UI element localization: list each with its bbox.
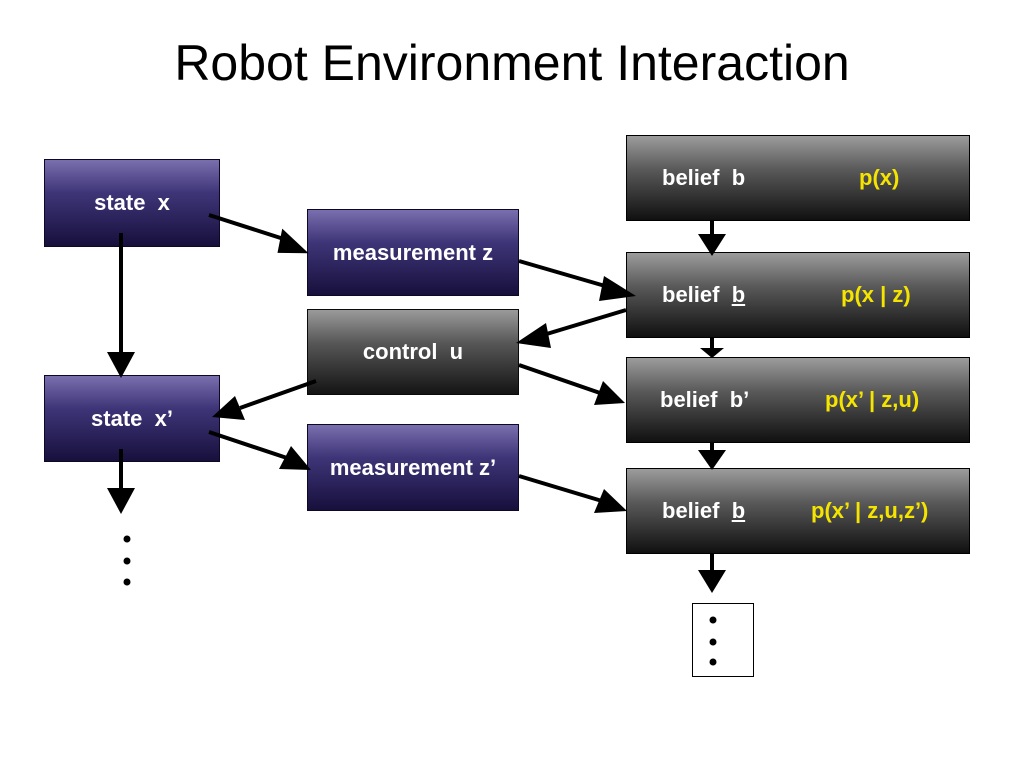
belief-label: belief b <box>662 136 745 220</box>
belief-probability: p(x’ | z,u) <box>825 387 920 412</box>
measurement-z-label: measurement z <box>332 239 494 265</box>
belief-probability: p(x) <box>859 165 900 190</box>
arrowhead <box>698 450 726 470</box>
arrow-control-u-to-state-x-prime <box>239 379 317 410</box>
belief-label: belief b <box>662 469 745 553</box>
state-x-label: state x <box>94 190 170 215</box>
arrow-control-u-to-belief-3 <box>518 363 601 395</box>
belief-node-3: belief b’ p(x’ | z,u) <box>626 357 970 443</box>
arrow-measurement-z-prime-to-belief-4 <box>518 474 603 503</box>
state-x-prime-node: state x’ <box>44 375 220 462</box>
belief-label: belief b <box>662 253 745 337</box>
belief-prefix: belief <box>660 387 730 412</box>
arrowhead <box>107 488 135 514</box>
control-u-node: control u <box>307 309 519 395</box>
belief-symbol: b <box>731 498 746 523</box>
belief-node-4: belief b p(x’ | z,u,z’) <box>626 468 970 554</box>
belief-probability: p(x’ | z,u,z’) <box>811 498 929 523</box>
ellipsis-icon <box>123 535 131 586</box>
measurement-z-prime-node: measurement z’ <box>307 424 519 511</box>
arrow-measurement-z-to-belief-2 <box>518 259 613 290</box>
arrow-state-x-to-measurement-z <box>208 213 291 243</box>
arrow-belief-2-to-control-u <box>539 308 627 338</box>
belief-symbol: b <box>731 165 746 190</box>
belief-prefix: belief <box>662 165 732 190</box>
ellipsis-icon <box>709 616 717 666</box>
belief-label: belief b’ <box>660 358 749 442</box>
belief-node-1: belief b p(x) <box>626 135 970 221</box>
belief-prefix: belief <box>662 498 732 523</box>
belief-prefix: belief <box>662 282 732 307</box>
arrowhead <box>700 348 724 358</box>
arrowhead <box>279 446 311 470</box>
belief-node-2: belief b p(x | z) <box>626 252 970 338</box>
measurement-z-prime-label: measurement z’ <box>329 454 497 480</box>
state-x-prime-label: state x’ <box>91 405 173 431</box>
belief-probability: p(x | z) <box>841 282 911 307</box>
arrow-state-x-prime-to-measurement-z-prime <box>208 430 291 461</box>
arrowhead <box>594 381 625 405</box>
arrowhead <box>599 276 636 301</box>
continuation-box <box>692 603 754 677</box>
arrowhead <box>594 489 627 513</box>
control-u-label: control u <box>362 339 464 364</box>
arrowhead <box>107 352 135 378</box>
arrowhead <box>212 396 245 420</box>
belief-symbol: b’ <box>729 387 750 412</box>
arrowhead <box>698 234 726 256</box>
measurement-z-node: measurement z <box>307 209 519 296</box>
arrowhead <box>277 228 309 254</box>
arrowhead <box>698 570 726 593</box>
belief-symbol: b <box>731 282 746 307</box>
state-x-node: state x <box>44 159 220 247</box>
page-title: Robot Environment Interaction <box>174 35 850 91</box>
arrowhead <box>516 323 551 348</box>
